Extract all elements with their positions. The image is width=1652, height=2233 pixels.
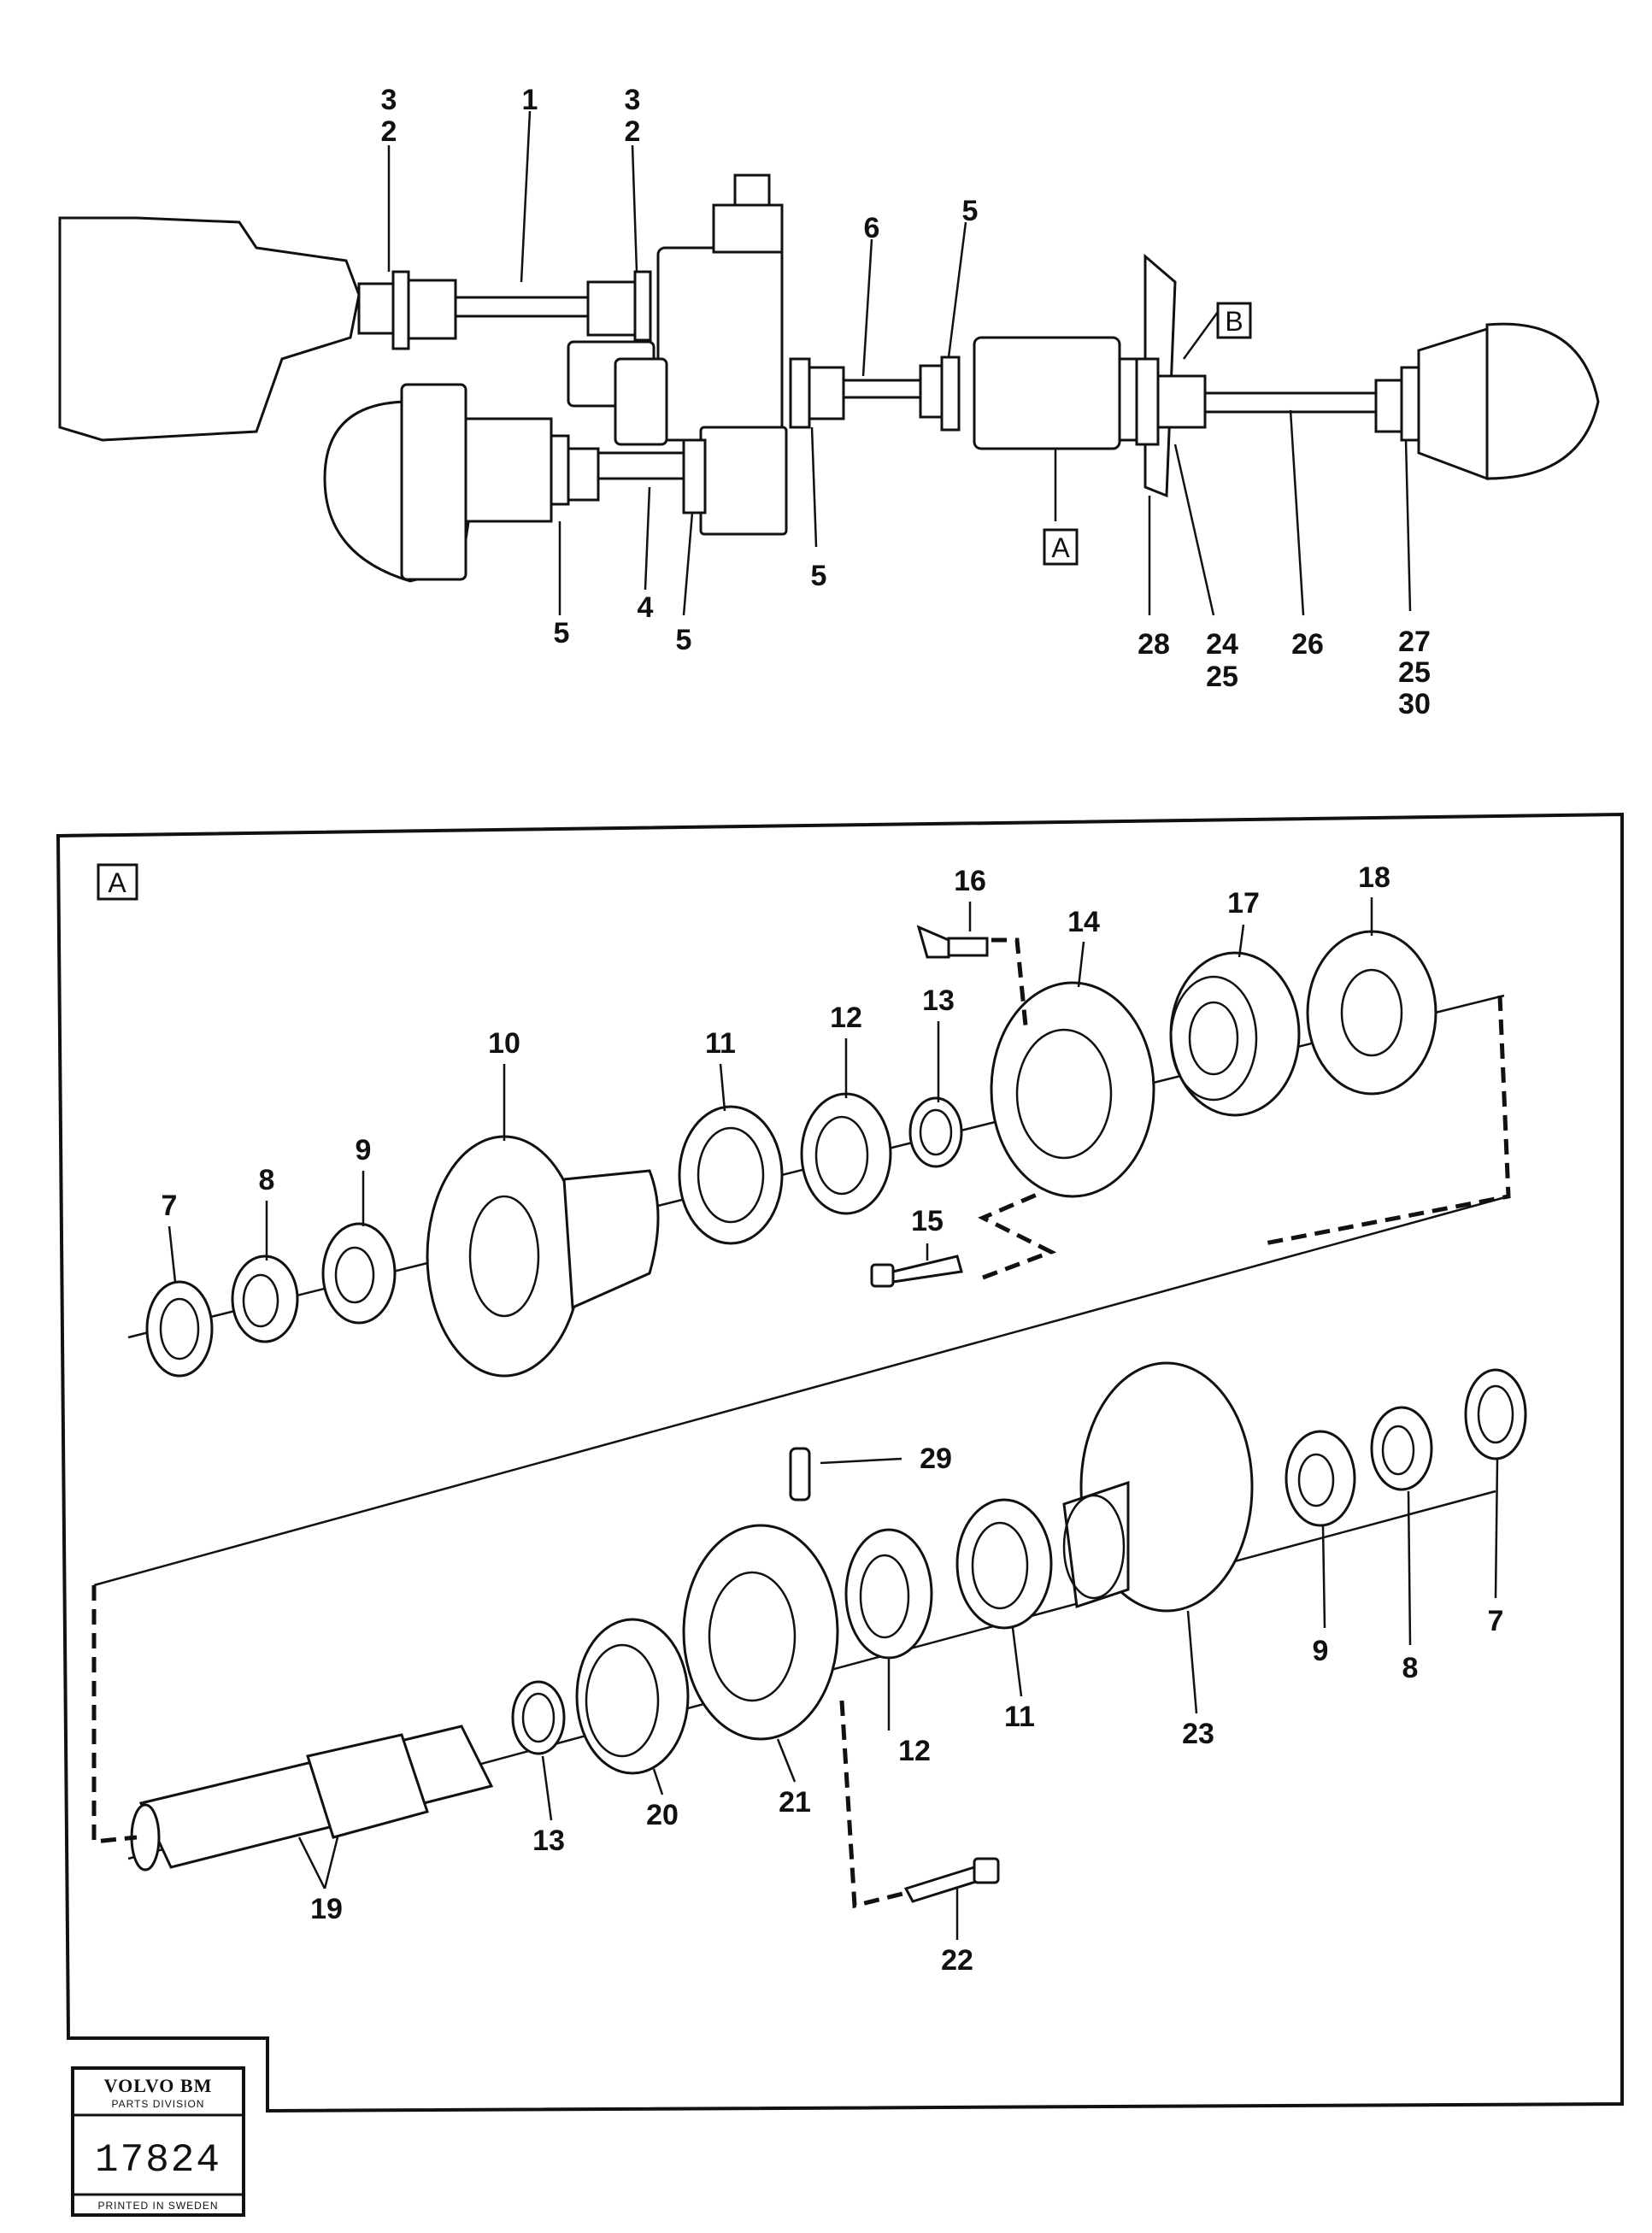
callout-11: 11 <box>1004 1701 1035 1733</box>
lower-exploded-row: 19 13 20 21 22 29 12 11 23 9 8 7 <box>91 1361 1527 1977</box>
callout-7: 7 <box>162 1190 178 1222</box>
callout-27: 27 <box>1398 626 1431 658</box>
callout-13: 13 <box>532 1825 565 1857</box>
callout-9: 9 <box>1313 1635 1329 1667</box>
callout-13: 13 <box>922 984 955 1017</box>
callout-5: 5 <box>811 560 827 592</box>
callout-14: 14 <box>1067 906 1100 938</box>
callout-1: 1 <box>522 84 538 116</box>
callout-5: 5 <box>676 624 692 656</box>
callout-10: 10 <box>488 1027 520 1060</box>
callout-25: 25 <box>1206 661 1238 693</box>
detail-a-label: A <box>108 867 126 898</box>
callout-9: 9 <box>356 1134 372 1166</box>
callout-16: 16 <box>954 865 986 897</box>
callout-29: 29 <box>920 1443 952 1475</box>
callout-8: 8 <box>1402 1652 1419 1684</box>
callout-7: 7 <box>1488 1605 1504 1637</box>
detail-a-frame: A <box>56 812 1624 2113</box>
callout-21: 21 <box>779 1786 811 1819</box>
upper-exploded-row: 7 8 9 10 11 12 13 14 15 16 17 18 <box>93 861 1511 1587</box>
callout-3: 3 <box>381 84 397 116</box>
callout-20: 20 <box>646 1799 679 1831</box>
volvo-bm-stamp: VOLVO BM PARTS DIVISION 17824 PRINTED IN… <box>71 2066 245 2217</box>
callout-30: 30 <box>1398 688 1431 720</box>
drivetrain-overview: A B 3 2 1 3 2 6 5 5 5 4 5 28 24 25 26 27… <box>58 84 1600 720</box>
callout-23: 23 <box>1182 1718 1214 1750</box>
stamp-division: PARTS DIVISION <box>112 2098 205 2110</box>
callout-15: 15 <box>911 1205 944 1237</box>
callout-17: 17 <box>1227 887 1260 920</box>
callout-25: 25 <box>1398 656 1431 689</box>
stamp-printed: PRINTED IN SWEDEN <box>97 2200 218 2212</box>
callout-3: 3 <box>625 84 641 116</box>
callout-24: 24 <box>1206 628 1238 661</box>
callout-5: 5 <box>962 195 979 227</box>
callout-2: 2 <box>381 115 397 148</box>
callout-6: 6 <box>864 212 880 244</box>
callout-22: 22 <box>941 1944 973 1977</box>
callout-18: 18 <box>1358 861 1390 894</box>
callout-11: 11 <box>705 1027 736 1060</box>
ref-box-b-label: B <box>1225 306 1243 337</box>
ref-box-a-label: A <box>1051 532 1070 563</box>
callout-12: 12 <box>898 1735 931 1767</box>
callout-19: 19 <box>310 1893 343 1925</box>
callout-8: 8 <box>259 1164 275 1196</box>
callout-26: 26 <box>1291 628 1324 661</box>
callout-4: 4 <box>638 591 654 624</box>
stamp-number: 17824 <box>95 2138 221 2183</box>
callout-12: 12 <box>830 1002 862 1034</box>
callout-28: 28 <box>1138 628 1170 661</box>
callout-2: 2 <box>625 115 641 148</box>
stamp-brand: VOLVO BM <box>104 2075 213 2096</box>
callout-5: 5 <box>554 617 570 649</box>
